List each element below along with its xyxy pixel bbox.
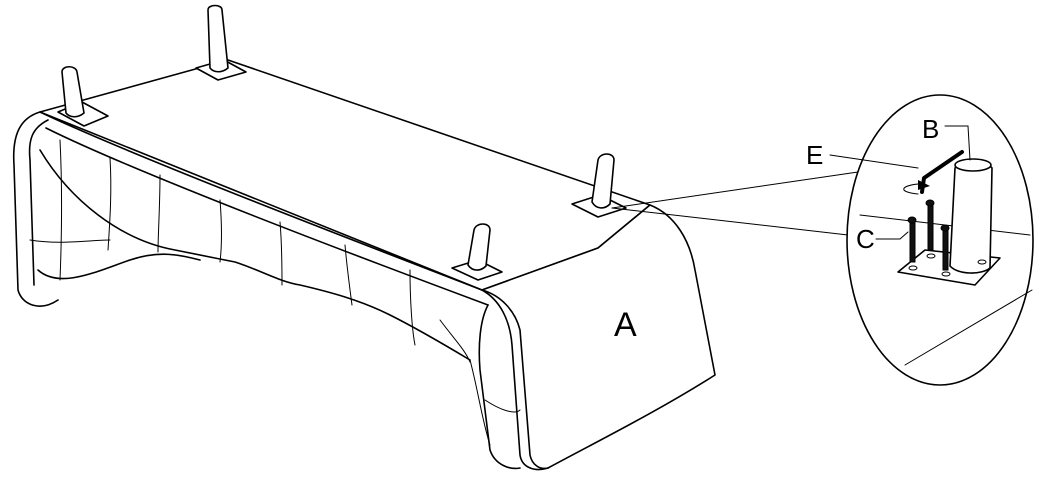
label-c: C <box>856 224 875 254</box>
rotation-arrow <box>903 183 919 195</box>
screws-c <box>907 199 987 277</box>
sofa-body <box>12 59 716 471</box>
detail-ellipse <box>846 94 1034 386</box>
label-b: B <box>922 114 939 144</box>
detail-zoom <box>829 94 1034 386</box>
callout-line-bottom <box>611 207 849 236</box>
leg-3 <box>571 153 627 218</box>
label-e: E <box>806 140 823 170</box>
leg-4 <box>451 223 503 281</box>
leg-2 <box>195 4 247 81</box>
sofa-bottom-panel <box>39 59 651 291</box>
sofa-legs <box>57 4 627 281</box>
leg-1 <box>57 65 109 127</box>
cushion-bottom-curve <box>39 149 471 361</box>
armrest-a <box>481 204 716 470</box>
leg-b <box>949 160 993 274</box>
label-a: A <box>614 306 637 344</box>
seat-front-edge <box>39 111 483 291</box>
arrow-head-icon <box>918 180 930 190</box>
left-armrest-outline <box>12 111 59 307</box>
callout-line-top <box>611 171 859 209</box>
